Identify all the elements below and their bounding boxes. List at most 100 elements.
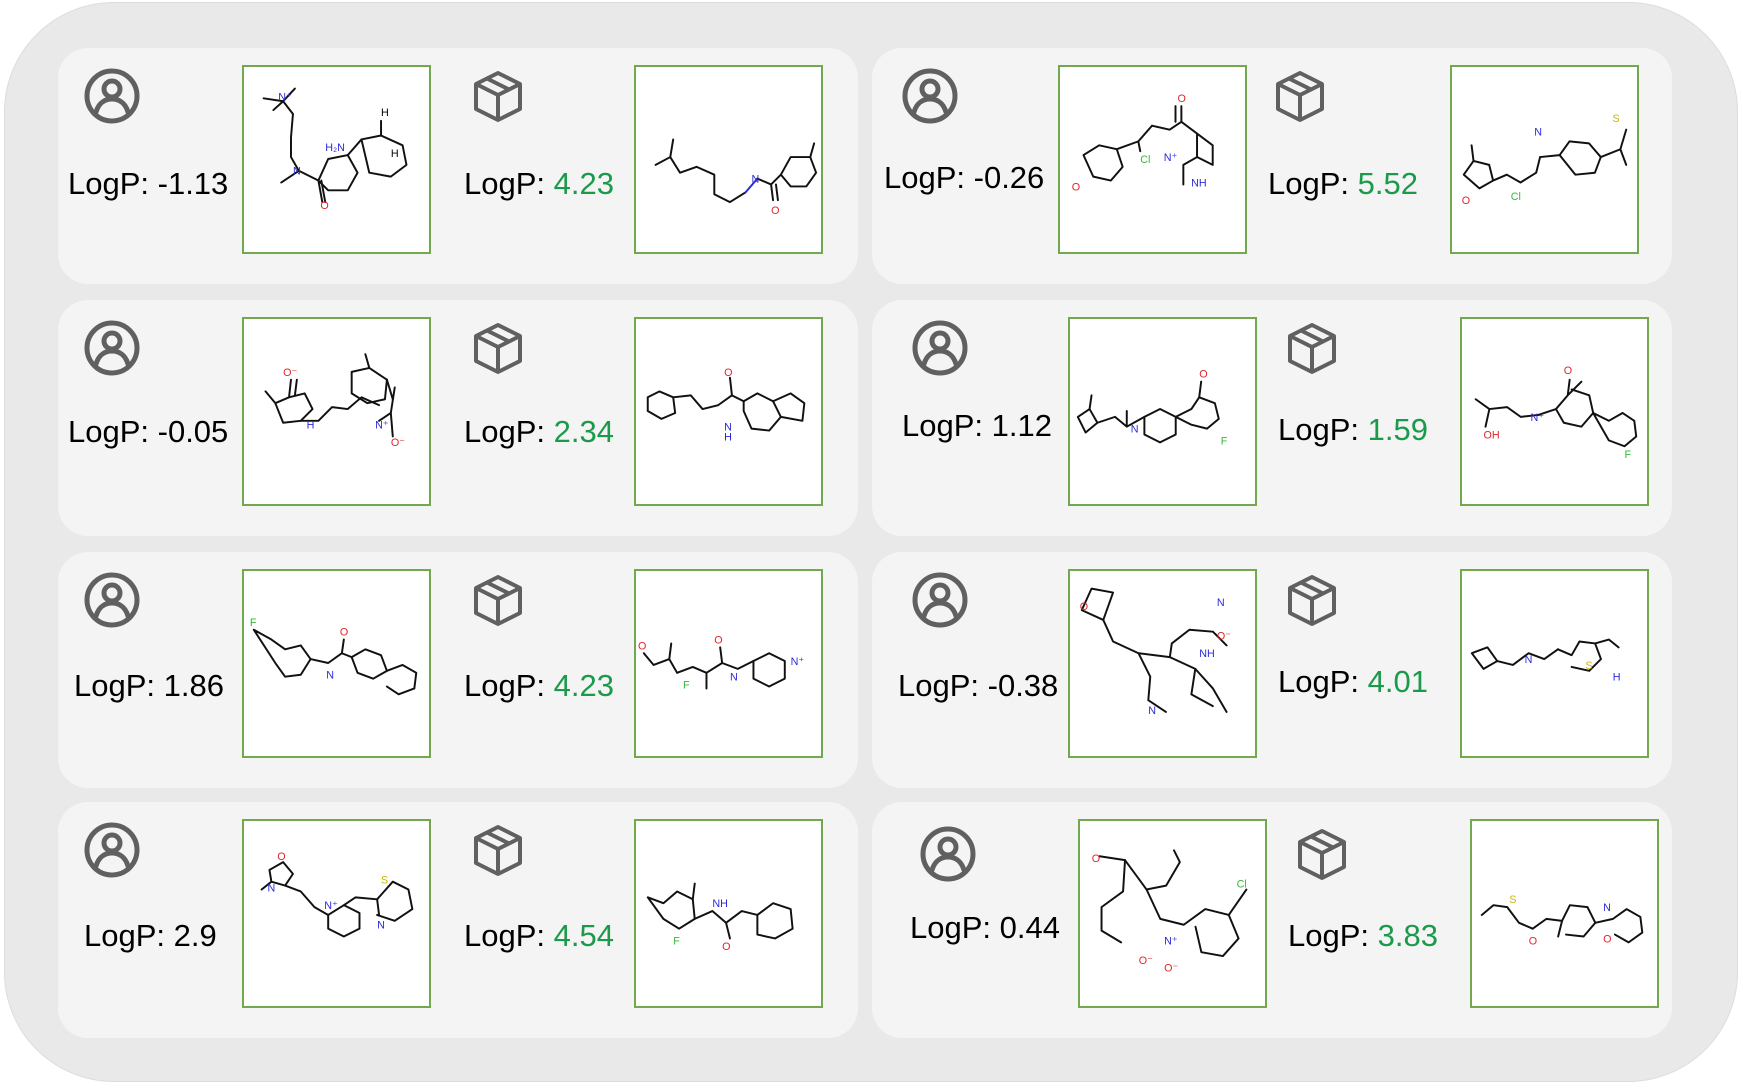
svg-text:O: O (1177, 93, 1185, 105)
logp-prefix: LogP: (68, 166, 158, 201)
user-circle-icon (912, 572, 968, 628)
cube-icon (470, 822, 526, 878)
generated-logp-value: 4.23 (553, 166, 614, 201)
svg-text:O: O (1529, 935, 1537, 947)
logp-prefix: LogP: (1288, 918, 1378, 953)
logp-prefix: LogP: (464, 166, 554, 201)
svg-text:S: S (1613, 113, 1620, 125)
svg-text:O: O (722, 941, 730, 953)
generated-logp-value: 4.23 (553, 668, 614, 703)
svg-text:N: N (1603, 902, 1611, 914)
svg-text:F: F (250, 617, 257, 629)
svg-text:N⁺: N⁺ (324, 900, 338, 912)
generated-logp-label: LogP: 2.34 (464, 414, 614, 450)
svg-text:F: F (683, 679, 690, 691)
svg-text:Cl: Cl (1237, 879, 1247, 891)
input-logp-value: -0.38 (987, 668, 1059, 703)
cube-icon (1272, 68, 1328, 124)
user-circle-icon (84, 68, 140, 124)
input-logp-value: -0.26 (973, 160, 1045, 195)
svg-text:O: O (714, 634, 722, 646)
svg-text:O: O (1080, 601, 1088, 613)
logp-prefix: LogP: (898, 668, 988, 703)
logp-prefix: LogP: (74, 668, 164, 703)
svg-text:O: O (638, 640, 646, 652)
svg-text:O⁻: O⁻ (1217, 631, 1231, 643)
svg-text:N: N (1131, 424, 1139, 436)
cube-icon (470, 572, 526, 628)
input-logp-label: LogP: 1.86 (74, 668, 224, 704)
generated-logp-value: 3.83 (1377, 918, 1438, 953)
logp-prefix: LogP: (1278, 664, 1368, 699)
svg-text:N: N (1534, 127, 1542, 139)
logp-prefix: LogP: (1278, 412, 1368, 447)
svg-text:F: F (1624, 449, 1631, 461)
svg-text:O: O (1462, 195, 1470, 207)
input-logp-value: 0.44 (999, 910, 1060, 945)
svg-text:O: O (320, 200, 328, 212)
svg-text:N⁺: N⁺ (278, 91, 292, 103)
svg-text:NH: NH (1191, 177, 1207, 189)
svg-text:N: N (377, 920, 385, 932)
user-circle-icon (920, 826, 976, 882)
input-logp-label: LogP: 0.44 (910, 910, 1060, 946)
user-circle-icon (912, 320, 968, 376)
generated-logp-label: LogP: 4.54 (464, 918, 614, 954)
logp-prefix: LogP: (910, 910, 1000, 945)
svg-text:N: N (267, 882, 275, 894)
svg-text:Cl: Cl (1511, 191, 1521, 203)
svg-text:O: O (1072, 181, 1080, 193)
generated-logp-label: LogP: 4.23 (464, 668, 614, 704)
logp-prefix: LogP: (84, 918, 174, 953)
cube-icon (1294, 826, 1350, 882)
input-logp-label: LogP: -0.38 (898, 668, 1058, 704)
input-logp-label: LogP: 1.12 (902, 408, 1052, 444)
svg-text:O⁻: O⁻ (391, 437, 405, 449)
svg-text:O: O (1092, 853, 1100, 865)
input-logp-label: LogP: 2.9 (84, 918, 217, 954)
logp-prefix: LogP: (464, 414, 554, 449)
svg-text:N: N (326, 670, 334, 682)
generated-logp-value: 2.34 (553, 414, 614, 449)
svg-text:OH: OH (1484, 429, 1500, 441)
cube-icon (1284, 320, 1340, 376)
logp-prefix: LogP: (884, 160, 974, 195)
svg-text:N⁺: N⁺ (1531, 412, 1545, 424)
svg-text:N: N (293, 166, 301, 178)
generated-logp-value: 4.01 (1367, 664, 1428, 699)
svg-text:N⁺: N⁺ (1164, 152, 1178, 164)
svg-text:O: O (1603, 933, 1611, 945)
svg-text:O: O (771, 205, 779, 217)
generated-logp-value: 5.52 (1357, 166, 1418, 201)
svg-text:O: O (1199, 369, 1207, 381)
svg-text:N: N (752, 174, 760, 186)
cube-icon (470, 320, 526, 376)
svg-text:N⁺: N⁺ (1164, 935, 1178, 947)
input-logp-value: -1.13 (157, 166, 229, 201)
svg-text:N⁺: N⁺ (791, 656, 805, 668)
input-logp-value: 1.86 (163, 668, 224, 703)
svg-text:H: H (307, 420, 315, 432)
svg-text:O: O (724, 367, 732, 379)
svg-text:N: N (1525, 654, 1533, 666)
svg-text:H: H (381, 107, 389, 119)
logp-prefix: LogP: (464, 668, 554, 703)
generated-logp-label: LogP: 4.01 (1278, 664, 1428, 700)
svg-text:N⁺: N⁺ (375, 420, 389, 432)
svg-text:O: O (340, 627, 348, 639)
